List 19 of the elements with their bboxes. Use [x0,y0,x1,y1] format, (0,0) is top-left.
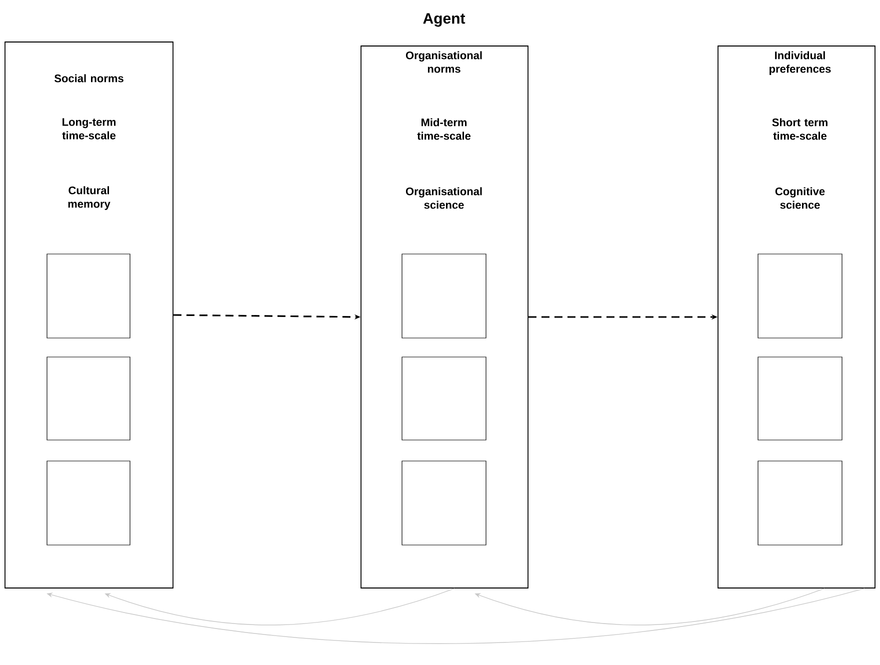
box-text: Organisational science [406,187,482,209]
box-text: Social norms [54,74,124,82]
empty-box [758,356,842,440]
empty-box [402,460,486,546]
box-text: Cognitive science [775,187,825,209]
box-text: Long-term time-scale [62,118,116,140]
title: Agent [423,13,466,27]
box-text: Organisational norms [406,51,482,73]
empty-box [758,460,842,546]
box-text: Individual preferences [770,51,831,75]
empty-box [46,356,130,440]
empty-box [402,356,486,440]
empty-box [402,254,486,338]
empty-box [758,254,842,338]
empty-box [46,460,130,546]
box-text: Short term time-scale [772,118,828,140]
empty-box [46,254,130,338]
box-text: Mid-term time-scale [417,118,471,140]
box-text: Cultural memory [68,186,110,210]
